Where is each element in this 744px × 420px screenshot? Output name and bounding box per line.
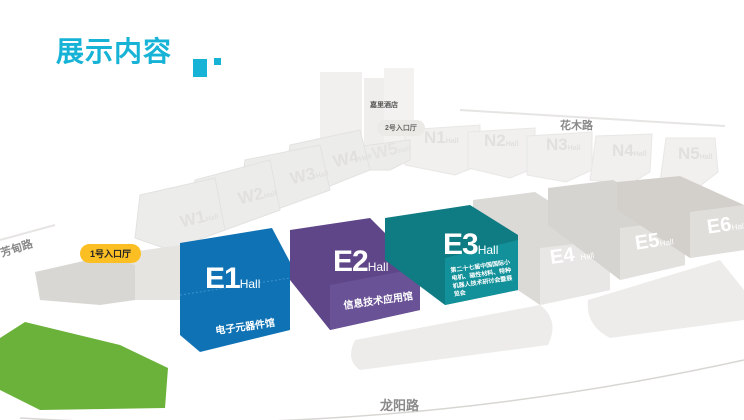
hall-n3[interactable]: N3Hall — [546, 135, 581, 155]
hall-e1-name: E1 — [205, 262, 241, 295]
hall-e6[interactable]: E6Hall — [706, 211, 744, 239]
hall-n1[interactable]: N1Hall — [424, 128, 459, 148]
hall-n2[interactable]: N2Hall — [484, 131, 519, 151]
hall-e2-title: E2Hall — [333, 245, 388, 279]
hall-w2-suffix: Hall — [263, 190, 278, 201]
hall-e6-suffix: Hall — [731, 221, 744, 233]
hall-n2-name: N2 — [484, 131, 506, 150]
road-label-north: 花木路 — [560, 120, 593, 132]
hall-w5-suffix: Hall — [397, 145, 412, 156]
hall-e1[interactable]: E1Hall — [205, 262, 260, 296]
hall-e3-name: E3 — [443, 228, 479, 261]
hall-n1-suffix: Hall — [445, 138, 459, 145]
hall-n2-suffix: Hall — [505, 141, 519, 148]
hall-e1-title: E1Hall — [205, 262, 260, 296]
hall-e2[interactable]: E2Hall — [333, 245, 388, 279]
hall-w3-suffix: Hall — [315, 170, 330, 181]
hall-e6-name: E6 — [705, 213, 733, 239]
hall-n3-suffix: Hall — [567, 145, 581, 152]
hall-e5-name: E5 — [633, 229, 661, 255]
hall-w4-suffix: Hall — [358, 153, 373, 164]
title-decoration-square-small — [214, 58, 221, 65]
hall-n4-name: N4 — [612, 141, 634, 160]
hall-e3-title: E3Hall — [443, 228, 498, 262]
entrance-1-label[interactable]: 1号入口厅 — [80, 244, 142, 263]
hall-n1-name: N1 — [424, 128, 446, 147]
hall-e5-suffix: Hall — [659, 237, 675, 249]
road-label-south: 龙阳路 — [380, 398, 420, 413]
hotel-label: 嘉里酒店 — [370, 102, 398, 109]
entrance-2-label[interactable]: 2号入口厅 — [377, 120, 425, 136]
hall-e1-suffix: Hall — [239, 277, 261, 291]
hall-e4-suffix: Hall — [579, 250, 595, 262]
page-title: 展示内容 — [56, 36, 173, 67]
hall-n4-suffix: Hall — [633, 151, 647, 158]
hall-e2-suffix: Hall — [367, 260, 389, 274]
hall-n4[interactable]: N4Hall — [612, 141, 647, 161]
title-decoration-square — [193, 59, 207, 77]
hall-n5-suffix: Hall — [699, 154, 713, 161]
hall-n5-name: N5 — [678, 144, 700, 163]
hall-e2-name: E2 — [333, 245, 369, 278]
hall-n3-name: N3 — [546, 135, 568, 154]
hall-n5[interactable]: N5Hall — [678, 144, 713, 164]
hall-w1-suffix: Hall — [205, 213, 220, 224]
hall-e3[interactable]: E3Hall — [443, 228, 498, 262]
hall-e3-suffix: Hall — [477, 243, 499, 257]
hall-e4-name: E4 — [548, 243, 576, 269]
